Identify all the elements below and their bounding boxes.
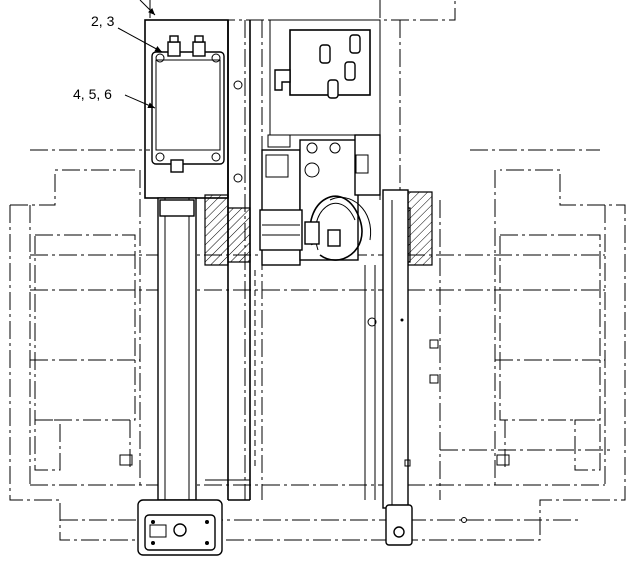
callout-leaders [117,0,163,109]
junction-box [151,35,225,173]
right-vertical-post [364,189,413,546]
callout-4-5-6: 4, 5, 6 [73,86,112,102]
left-vertical-post [137,197,223,556]
valve-manifold [269,19,381,136]
callout-2-3: 2, 3 [91,13,115,29]
right-hardware [119,339,510,523]
phantom-frame-outline [9,0,626,541]
valve-mechanism [259,134,381,266]
